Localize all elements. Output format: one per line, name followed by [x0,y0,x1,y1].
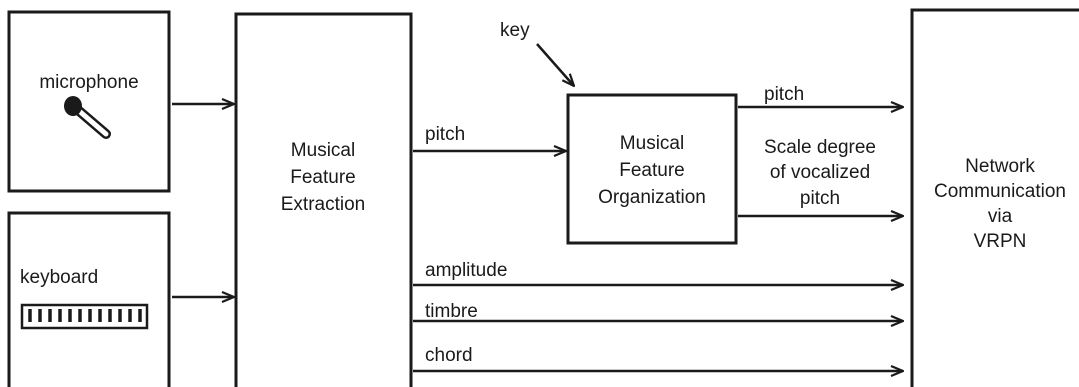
organization-line-3: Organization [598,187,706,208]
pitch-out-label: pitch [764,84,804,105]
network-line-3: via [988,206,1013,227]
key-label: key [500,20,530,41]
microphone-icon [64,96,111,139]
microphone-box: microphone [7,10,171,193]
chord-label: chord [425,345,473,366]
microphone-label: microphone [39,72,138,93]
feature-organization-box: Musical Feature Organization [566,93,738,245]
scale-degree-line-1: Scale degree [764,137,876,158]
timbre-label: timbre [425,301,478,322]
keyboard-label: keyboard [20,267,98,288]
network-line-1: Network [965,156,1035,177]
network-communication-box: Network Communication via VRPN [910,8,1079,387]
feature-extraction-box: Musical Feature Extraction [234,12,413,387]
network-line-4: VRPN [974,231,1027,252]
amplitude-label: amplitude [425,260,507,281]
key-arrow [536,43,574,86]
pitch-in-label: pitch [425,124,465,145]
piano-keyboard-icon [20,303,149,330]
network-line-2: Communication [934,181,1066,202]
organization-line-1: Musical [620,133,684,154]
extraction-line-1: Musical [291,140,355,161]
extraction-line-2: Feature [290,167,355,188]
keyboard-box: keyboard [7,211,171,387]
scale-degree-line-3: pitch [800,188,840,209]
scale-degree-line-2: of vocalized [770,162,870,183]
organization-line-2: Feature [619,160,684,181]
extraction-line-3: Extraction [281,194,365,215]
